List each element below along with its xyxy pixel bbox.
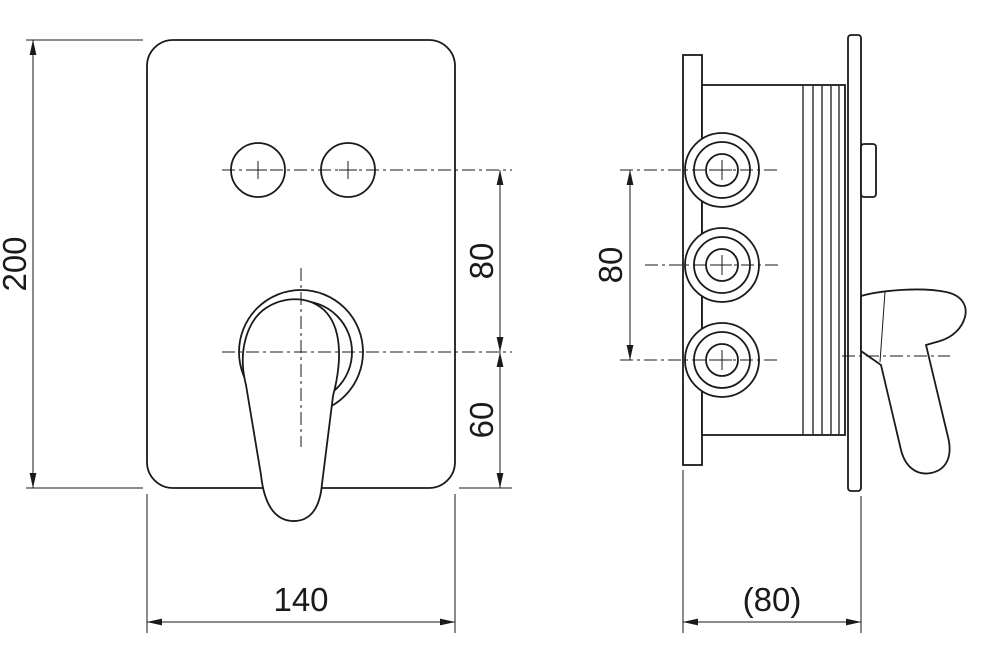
side-centerlines xyxy=(620,169,950,361)
button-center-marks xyxy=(249,161,357,179)
dim-side-80-label: 80 xyxy=(592,247,629,284)
lever-handle-front xyxy=(241,298,340,522)
mounting-plate-lines xyxy=(802,86,840,434)
front-centerlines xyxy=(222,169,512,447)
dim-front-right: 80 60 xyxy=(459,169,512,489)
dim-front-width: 140 xyxy=(146,494,456,633)
lever-handle-side xyxy=(860,288,967,475)
dim-front-80-label: 80 xyxy=(463,243,500,280)
front-view: 200 80 60 140 xyxy=(0,39,512,633)
lever-joint-line xyxy=(879,291,886,363)
dim-front-width-label: 140 xyxy=(273,581,328,618)
dim-side-depth-label: (80) xyxy=(743,581,802,618)
dim-side-port-span: 80 xyxy=(592,169,634,361)
side-view: 80 (80) xyxy=(592,34,967,633)
dim-front-height: 200 xyxy=(0,39,143,489)
escutcheon-side xyxy=(847,34,862,492)
button-side xyxy=(860,143,877,198)
dim-side-depth: (80) xyxy=(682,470,862,633)
dim-front-60-label: 60 xyxy=(463,402,500,439)
dim-front-height-label: 200 xyxy=(0,236,33,291)
